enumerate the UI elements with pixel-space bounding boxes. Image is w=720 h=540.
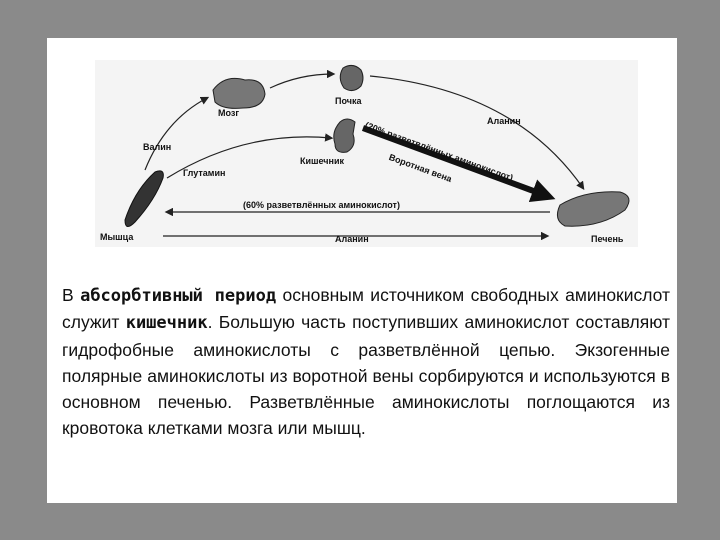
kidney-icon (340, 65, 363, 90)
arrow-brain-kidney (270, 74, 333, 88)
label-brain: Мозг (218, 108, 239, 118)
label-kidney: Почка (335, 96, 361, 106)
label-alanine-top: Аланин (487, 116, 521, 126)
liver-icon (557, 192, 629, 226)
label-valine: Валин (143, 142, 171, 152)
brain-icon (213, 78, 265, 108)
para-term-intestine: кишечник (126, 313, 208, 333)
diagram-graphics (95, 60, 638, 247)
label-branched-60: (60% разветвлённых аминокислот) (243, 200, 400, 210)
muscle-icon (125, 171, 163, 227)
label-alanine-bottom: Аланин (335, 234, 369, 244)
metabolism-diagram: Почка Мозг Аланин Валин Глутамин Кишечни… (95, 60, 638, 247)
para-term-absorptive-period: абсорбтивный период (80, 286, 276, 306)
label-muscle: Мышца (100, 232, 133, 242)
label-intestine: Кишечник (300, 156, 344, 166)
arrow-muscle-brain (145, 98, 207, 170)
body-paragraph: В абсорбтивный период основным источнико… (62, 282, 670, 442)
label-liver: Печень (591, 234, 623, 244)
label-glutamine: Глутамин (183, 168, 225, 178)
intestine-icon (334, 119, 355, 152)
para-part-1: В (62, 285, 80, 305)
